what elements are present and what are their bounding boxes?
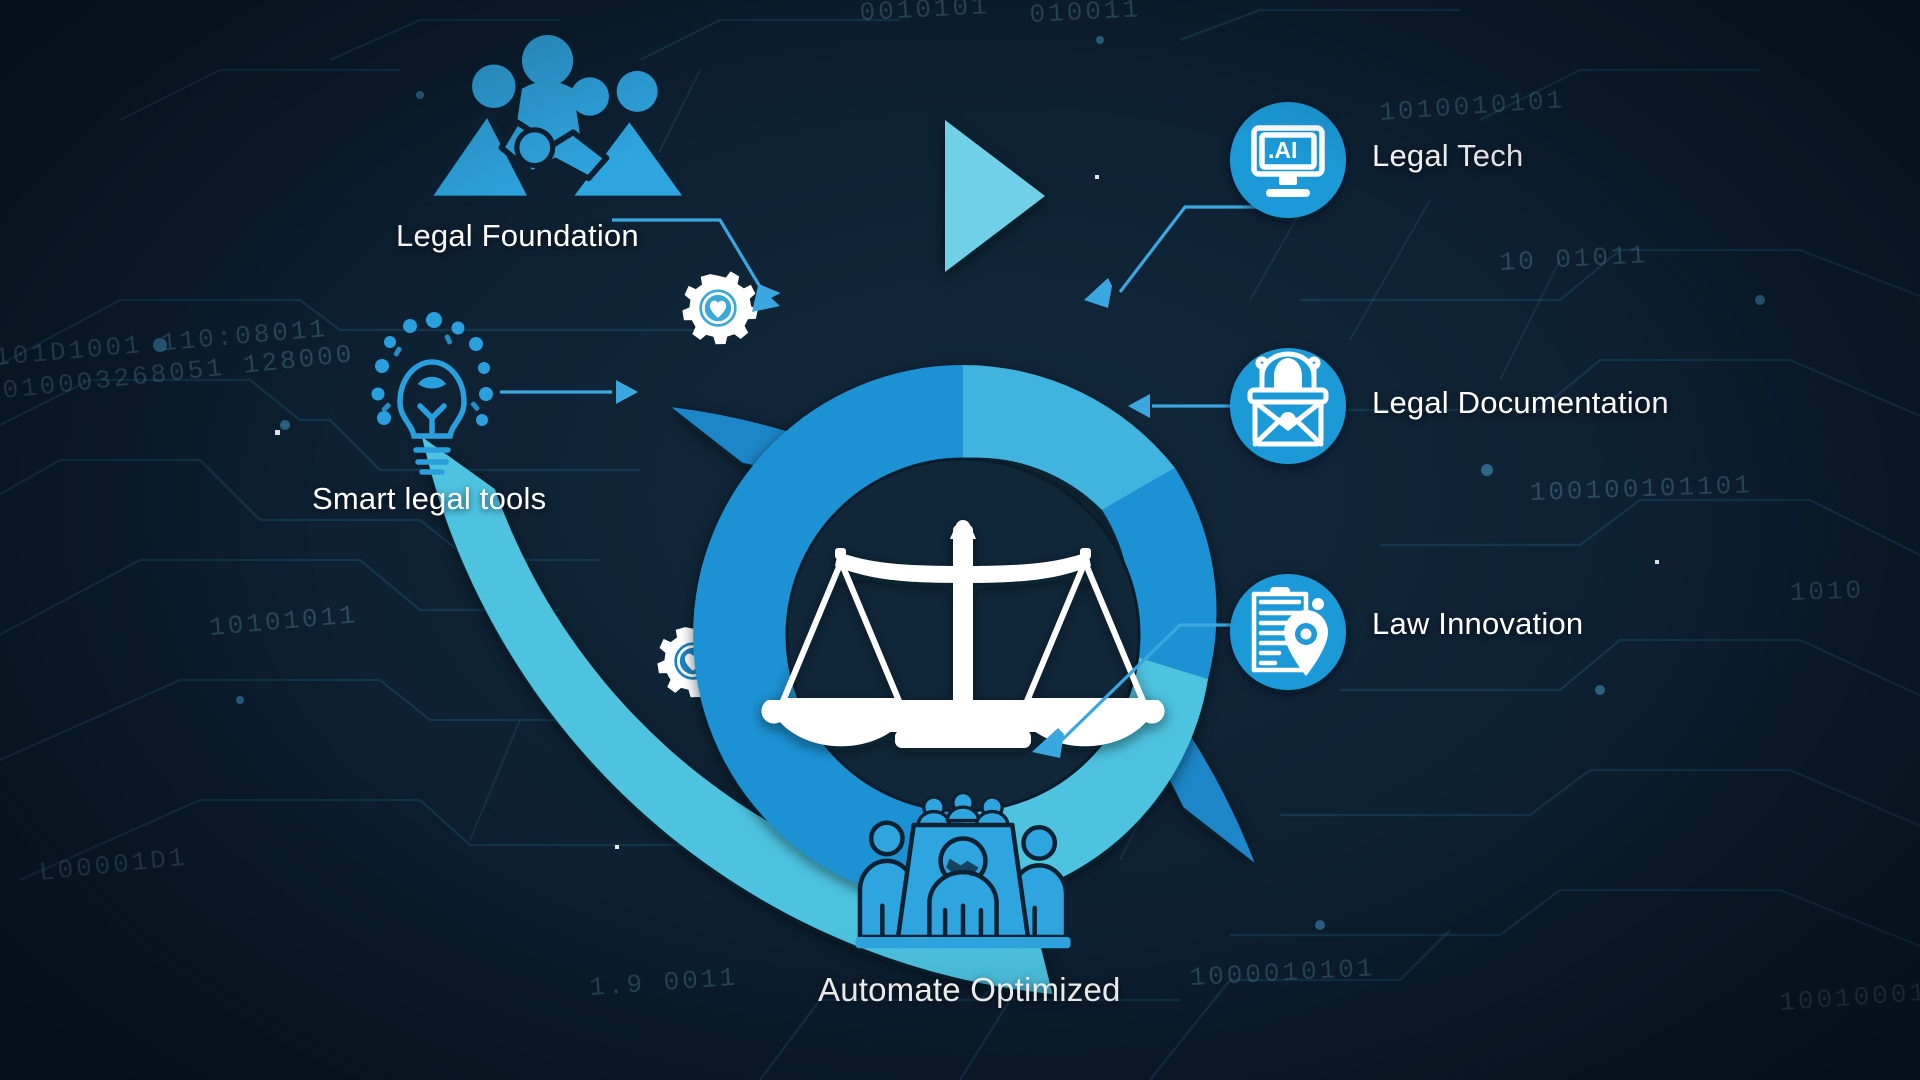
document-location-pin-icon [1230,574,1346,690]
monitor-ai-icon: .AI [1230,102,1346,218]
label-legal-foundation[interactable]: Legal Foundation [396,218,639,253]
lightbulb-idea-icon [371,312,493,475]
label-smart-legal-tools[interactable]: Smart legal tools [312,481,547,516]
people-group-icon [424,35,692,203]
svg-text:.AI: .AI [1268,137,1297,163]
label-legal-documentation[interactable]: Legal Documentation [1372,385,1669,420]
gear-heart-icon [682,271,758,345]
envelope-mail-icon [1230,348,1346,464]
label-legal-tech[interactable]: Legal Tech [1372,138,1524,173]
connector-legal-tech [1118,205,1272,293]
label-automate-optimized[interactable]: Automate Optimized [818,971,1121,1008]
process-arrowhead-icon [945,120,1045,272]
label-law-innovation[interactable]: Law Innovation [1372,606,1584,641]
